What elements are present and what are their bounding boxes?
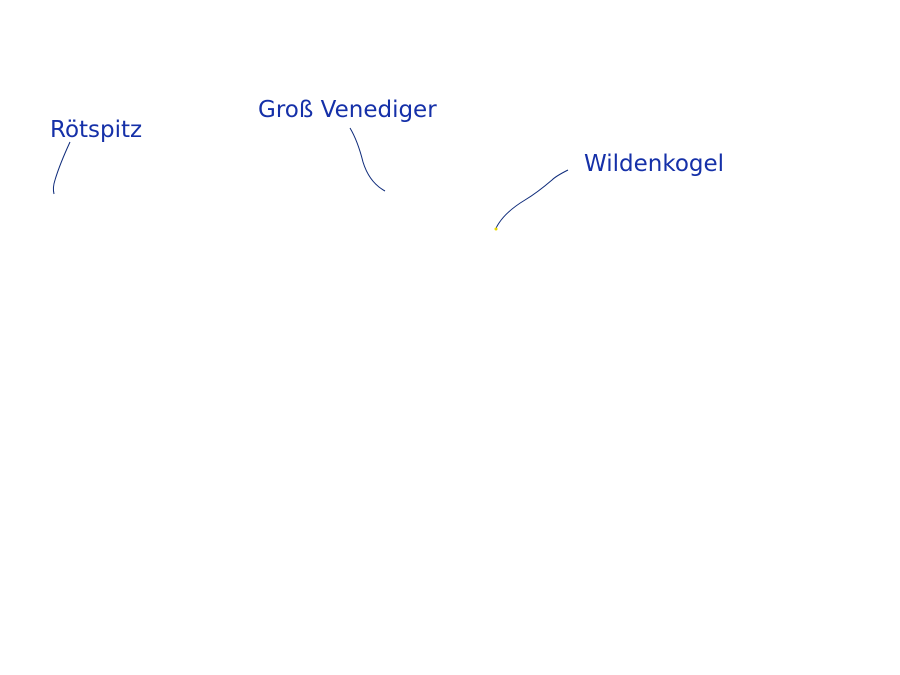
- peak-label-wildenkogel: Wildenkogel: [584, 151, 725, 177]
- peak-label-gross-venediger: Groß Venediger: [258, 97, 437, 123]
- leader-line-rotspitz: [52, 141, 71, 195]
- peak-label-rotspitz: Rötspitz: [50, 117, 143, 143]
- peak-point-wildenkogel: [494, 227, 498, 231]
- leader-line-wildenkogel: [495, 169, 569, 230]
- leader-line-gross-venediger: [349, 127, 386, 192]
